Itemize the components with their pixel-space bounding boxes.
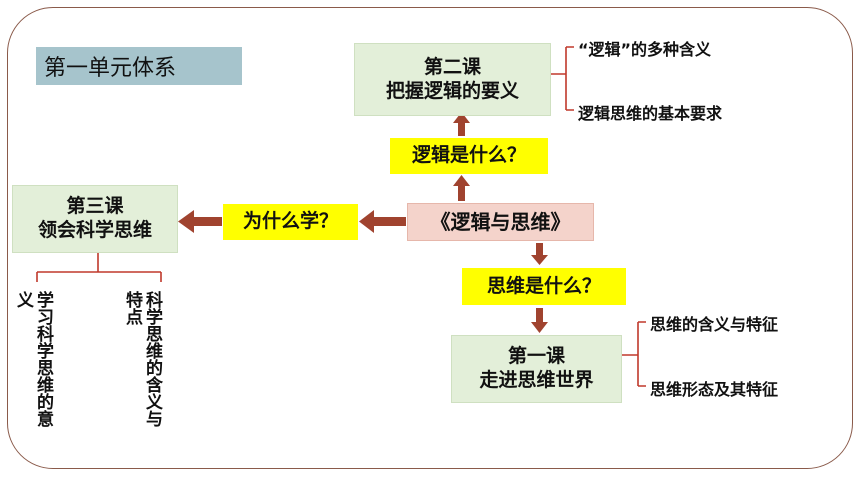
- arrow-down-head-1: [531, 255, 548, 265]
- arrow-left-shaft-1: [374, 217, 406, 226]
- arrow-left-head-2: [178, 210, 194, 233]
- question-why-text: 为什么学？: [242, 210, 338, 233]
- lesson3-point-1: 学习科学思维的意义: [13, 291, 53, 427]
- lesson2-number: 第二课: [423, 55, 481, 78]
- arrow-down-shaft-2: [536, 308, 543, 322]
- question-why-box: 为什么学？: [223, 204, 358, 240]
- lesson1-number: 第一课: [507, 345, 565, 368]
- lesson3-number: 第三课: [66, 195, 124, 218]
- lesson1-point-1: 思维的含义与特征: [650, 315, 779, 334]
- unit-title-text: 第一单元体系: [44, 56, 177, 81]
- bracket-lesson2: [551, 46, 574, 111]
- lesson2-box: 第二课 把握逻辑的要义: [354, 43, 551, 116]
- lesson3-point-2: 科学思维的含义与特点: [122, 291, 162, 427]
- lesson1-point-2: 思维形态及其特征: [650, 380, 779, 399]
- arrow-up-shaft-1: [458, 123, 465, 136]
- unit-title: 第一单元体系: [36, 47, 242, 85]
- arrow-up-shaft-2: [458, 186, 465, 201]
- question-logic-box: 逻辑是什么？: [390, 138, 548, 174]
- lesson2-point-1: “逻辑”的多种含义: [578, 40, 712, 59]
- arrow-left-head-1: [359, 210, 374, 233]
- arrow-up-head-2: [453, 175, 470, 186]
- question-thinking-text: 思维是什么？: [486, 274, 601, 297]
- diagram-frame: [7, 7, 853, 469]
- arrow-up-head-1: [453, 112, 470, 123]
- lesson3-title: 领会科学思维: [37, 219, 152, 241]
- lesson1-title: 走进思维世界: [479, 369, 594, 391]
- lesson1-box: 第一课 走进思维世界: [451, 335, 622, 403]
- lesson2-title: 把握逻辑的要义: [385, 79, 519, 102]
- question-logic-text: 逻辑是什么？: [411, 144, 526, 167]
- arrow-down-shaft-1: [536, 243, 543, 255]
- bracket-lesson3: [36, 253, 162, 282]
- center-book-box: 《逻辑与思维》: [407, 203, 594, 241]
- bracket-lesson1: [622, 321, 646, 387]
- arrow-down-head-2: [531, 322, 548, 333]
- question-thinking-box: 思维是什么？: [462, 268, 626, 305]
- arrow-left-shaft-2: [194, 217, 222, 226]
- lesson3-box: 第三课 领会科学思维: [12, 185, 178, 253]
- center-book-title: 《逻辑与思维》: [430, 209, 571, 234]
- lesson2-point-2: 逻辑思维的基本要求: [578, 104, 723, 123]
